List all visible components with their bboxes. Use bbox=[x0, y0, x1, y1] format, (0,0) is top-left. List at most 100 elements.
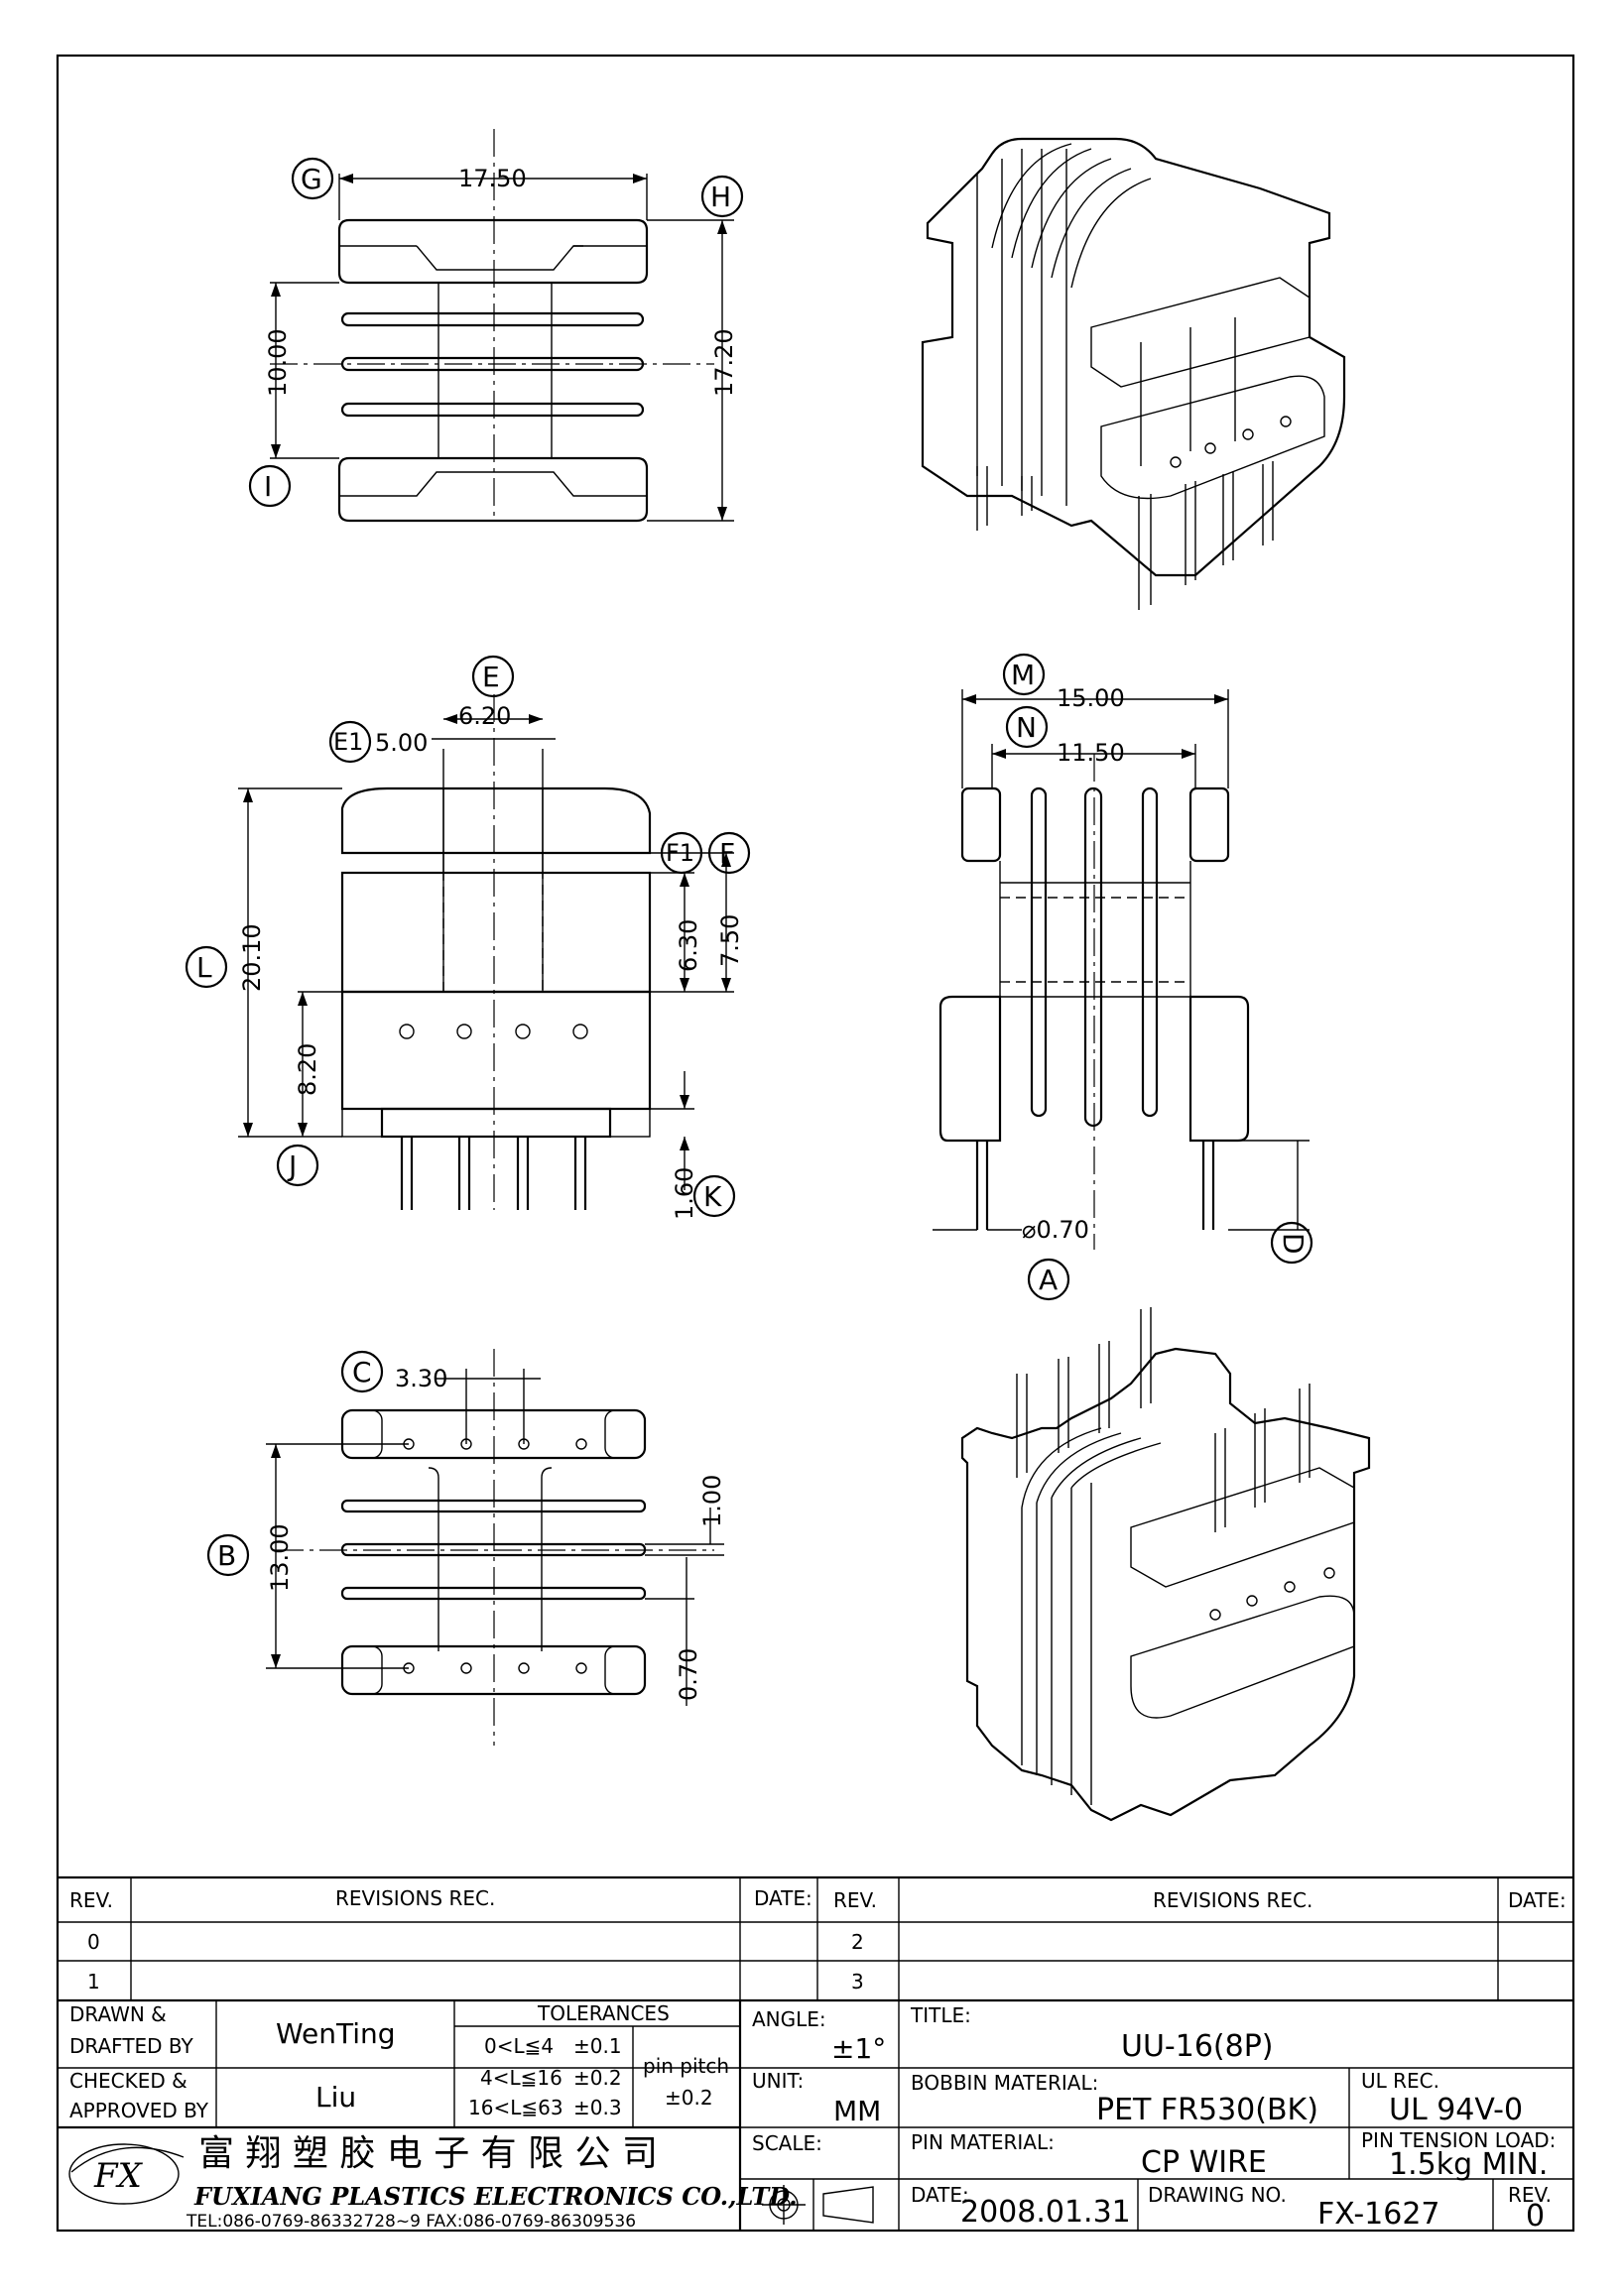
company-name-en: FUXIANG PLASTICS ELECTRONICS CO.,LTD. bbox=[193, 2182, 798, 2211]
rev-row-2: 2 bbox=[851, 1930, 864, 1954]
callout-h bbox=[700, 175, 744, 218]
front-view: 6.20 5.00 20.10 8.20 6.30 7.50 1.60 E E1… bbox=[185, 655, 751, 1220]
callout-j-label: J bbox=[287, 1149, 297, 1182]
angle-label: ANGLE: bbox=[752, 2007, 826, 2031]
rev-row-1: 1 bbox=[87, 1970, 100, 1994]
dim-b: 13.00 bbox=[266, 1523, 294, 1592]
pin-material-value: CP WIRE bbox=[1141, 2145, 1267, 2180]
bobbin-label: BOBBIN MATERIAL: bbox=[911, 2071, 1098, 2095]
callout-c-label: C bbox=[352, 1356, 372, 1389]
callout-f1 bbox=[660, 831, 703, 875]
callout-n-label: N bbox=[1016, 711, 1037, 744]
dim-f1: 6.30 bbox=[675, 919, 702, 972]
checked-by: Liu bbox=[315, 2081, 356, 2114]
checked-label-2: APPROVED BY bbox=[69, 2099, 209, 2122]
dim-c: 3.30 bbox=[395, 1365, 447, 1392]
pin-tension-label: PIN TENSION LOAD: bbox=[1361, 2128, 1556, 2152]
callout-k-label: K bbox=[703, 1180, 722, 1213]
tol-value-0: ±0.1 bbox=[573, 2034, 622, 2058]
scale-label: SCALE: bbox=[752, 2131, 822, 2155]
callout-f1-label: F1 bbox=[666, 839, 694, 867]
callout-a-label: A bbox=[1039, 1264, 1058, 1296]
rev-row-3: 3 bbox=[851, 1970, 864, 1994]
isometric-view-bottom bbox=[960, 1307, 1371, 1822]
drawn-by: WenTing bbox=[276, 2017, 396, 2050]
angle-value: ±1° bbox=[831, 2032, 886, 2065]
sheet-border bbox=[56, 54, 1575, 2233]
dim-top-height: 17.20 bbox=[710, 328, 738, 397]
rev-label: REV. bbox=[1508, 2183, 1552, 2207]
unit-value: MM bbox=[833, 2095, 881, 2127]
rev-row-0: 0 bbox=[87, 1930, 100, 1954]
callout-f-label: F bbox=[719, 837, 735, 870]
revisions-header-right: REVISIONS REC. bbox=[1153, 1888, 1312, 1912]
company-name-cn: 富 翔 塑 胶 电 子 有 限 公 司 bbox=[198, 2133, 658, 2174]
date-header-left: DATE: bbox=[754, 1886, 812, 1910]
top-view: 17.50 17.20 10.00 G H I bbox=[248, 129, 744, 523]
dim-wall: 0.70 bbox=[675, 1648, 702, 1701]
dim-total-height: 20.10 bbox=[238, 923, 266, 992]
callout-b bbox=[206, 1533, 250, 1577]
callout-g bbox=[291, 157, 334, 200]
pin-pitch-tol: ±0.2 bbox=[665, 2086, 713, 2110]
callout-i-label: I bbox=[264, 470, 272, 503]
drawn-label-1: DRAWN & bbox=[69, 2002, 167, 2026]
revision-table: REV. REVISIONS REC. DATE: REV. REVISIONS… bbox=[58, 1875, 1573, 2002]
callout-j bbox=[276, 1144, 319, 1187]
callout-n bbox=[1005, 705, 1049, 749]
callout-e-label: E bbox=[482, 661, 500, 693]
callout-e1 bbox=[328, 720, 372, 764]
pin-tension-value: 1.5kg MIN. bbox=[1389, 2147, 1548, 2182]
projection-symbol-icon bbox=[762, 2185, 874, 2225]
bobbin-value: PET FR530(BK) bbox=[1096, 2093, 1318, 2127]
company-contact: TEL:086-0769-86332728~9 FAX:086-0769-863… bbox=[186, 2212, 636, 2232]
company-logo-text: FX bbox=[93, 2156, 144, 2196]
callout-d bbox=[1270, 1221, 1313, 1265]
callout-h-label: H bbox=[710, 181, 731, 213]
pin-material-label: PIN MATERIAL: bbox=[911, 2130, 1055, 2154]
company-logo: FX bbox=[68, 2143, 185, 2205]
callout-b-label: B bbox=[217, 1539, 236, 1572]
title-block: DRAWN & DRAFTED BY WenTing CHECKED & APP… bbox=[58, 2000, 1573, 2234]
side-view: 15.00 11.50 ⌀0.70 M N A D bbox=[933, 653, 1313, 1301]
date-header-right: DATE: bbox=[1508, 1888, 1566, 1912]
drawing-no-label: DRAWING NO. bbox=[1148, 2183, 1287, 2207]
tol-range-1: 4<L≦16 bbox=[480, 2066, 562, 2090]
callout-g-label: G bbox=[301, 163, 322, 195]
dim-top-inner: 10.00 bbox=[264, 328, 292, 397]
dim-m: 15.00 bbox=[1057, 684, 1125, 712]
dim-top-width: 17.50 bbox=[458, 165, 527, 192]
dim-slot: 1.00 bbox=[698, 1475, 726, 1527]
title-label: TITLE: bbox=[910, 2003, 971, 2027]
callout-m-label: M bbox=[1011, 659, 1035, 691]
callout-k bbox=[692, 1174, 736, 1218]
tol-value-2: ±0.3 bbox=[573, 2096, 622, 2119]
callout-f bbox=[707, 831, 751, 875]
dim-e: 6.20 bbox=[458, 702, 511, 730]
ul-label: UL REC. bbox=[1361, 2069, 1439, 2093]
rev-value: 0 bbox=[1526, 2199, 1545, 2234]
checked-label-1: CHECKED & bbox=[69, 2069, 187, 2093]
title-value: UU-16(8P) bbox=[1121, 2029, 1274, 2064]
dim-e1: 5.00 bbox=[375, 729, 428, 757]
pin-pitch-label: pin pitch bbox=[643, 2054, 729, 2078]
callout-l-label: L bbox=[196, 951, 212, 984]
callout-m bbox=[1002, 653, 1046, 696]
revisions-header-left: REVISIONS REC. bbox=[335, 1886, 495, 1910]
dim-n: 11.50 bbox=[1057, 739, 1125, 767]
bottom-view: 3.30 13.00 1.00 0.70 C B bbox=[206, 1349, 726, 1746]
ul-value: UL 94V-0 bbox=[1389, 2093, 1523, 2127]
date-value: 2008.01.31 bbox=[960, 2195, 1131, 2230]
rev-header-right: REV. bbox=[833, 1888, 877, 1912]
drawing-no-value: FX-1627 bbox=[1317, 2197, 1440, 2232]
callout-i bbox=[248, 464, 292, 508]
isometric-view-top bbox=[921, 137, 1346, 610]
unit-label: UNIT: bbox=[752, 2069, 804, 2093]
callout-e1-label: E1 bbox=[333, 728, 363, 756]
drawn-label-2: DRAFTED BY bbox=[69, 2034, 194, 2058]
date-label: DATE: bbox=[911, 2183, 969, 2207]
tolerances-label: TOLERANCES bbox=[537, 2001, 670, 2025]
callout-c bbox=[340, 1350, 384, 1393]
callout-a bbox=[1027, 1258, 1070, 1301]
